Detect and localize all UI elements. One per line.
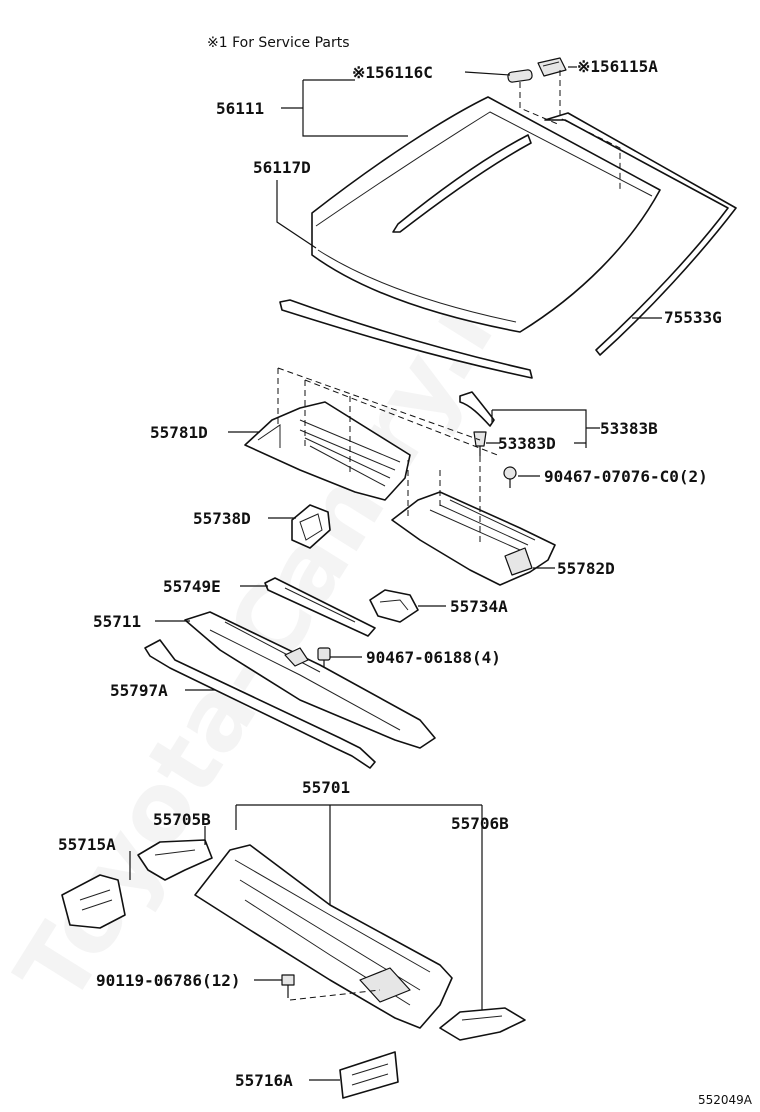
- seal-53383B: [459, 391, 495, 427]
- seal-55797A: [144, 639, 376, 769]
- leader-lines: [129, 66, 662, 1081]
- label-56117D: 56117D: [253, 158, 311, 177]
- label-55716A: 55716A: [235, 1071, 293, 1090]
- label-55715A: 55715A: [58, 835, 116, 854]
- label-90467-06188: 90467-06188(4): [366, 648, 501, 667]
- label-75533G: 75533G: [664, 308, 722, 327]
- weatherstrip-75533G: [544, 112, 737, 356]
- seal-55734A: [369, 589, 419, 623]
- label-55782D: 55782D: [557, 559, 615, 578]
- cowl-louver-55781D: [244, 401, 411, 501]
- panel-55705B: [137, 839, 213, 881]
- figure-code: 552049A: [698, 1093, 753, 1107]
- dam-56117D: [279, 299, 533, 379]
- clip-90467-07076: [503, 466, 517, 488]
- cowl-louver-55782D: [391, 491, 556, 586]
- plate-55716A: [339, 1051, 399, 1099]
- label-56116C: ※156116C: [352, 63, 433, 82]
- label-55711: 55711: [93, 612, 141, 631]
- windshield-glass: [311, 96, 661, 333]
- label-90467-07076: 90467-07076-C0(2): [544, 467, 708, 486]
- label-56115A: ※156115A: [577, 57, 658, 76]
- label-55701: 55701: [302, 778, 350, 797]
- label-55705B: 55705B: [153, 810, 211, 829]
- clip-53383D: [473, 431, 487, 456]
- seal-55738D: [291, 504, 331, 549]
- label-53383D: 53383D: [498, 434, 556, 453]
- bolt-90119-06786: [281, 974, 295, 998]
- label-56111: 56111: [216, 99, 264, 118]
- seal-55749E: [264, 577, 376, 637]
- panel-55706B: [439, 1007, 526, 1041]
- label-55734A: 55734A: [450, 597, 508, 616]
- label-55797A: 55797A: [110, 681, 168, 700]
- reference-lines: [277, 70, 621, 1001]
- label-90119-06786: 90119-06786(12): [96, 971, 241, 990]
- clip-56115A: [537, 57, 567, 77]
- cowl-panel-55711: [184, 611, 436, 749]
- cowl-panel-55701: [194, 844, 453, 1029]
- label-53383B: 53383B: [600, 419, 658, 438]
- clip-56116C: [507, 69, 533, 83]
- brace-55715A: [61, 874, 126, 929]
- label-55781D: 55781D: [150, 423, 208, 442]
- label-55706B: 55706B: [451, 814, 509, 833]
- service-parts-note: ※1 For Service Parts: [207, 35, 350, 51]
- label-55738D: 55738D: [193, 509, 251, 528]
- label-55749E: 55749E: [163, 577, 221, 596]
